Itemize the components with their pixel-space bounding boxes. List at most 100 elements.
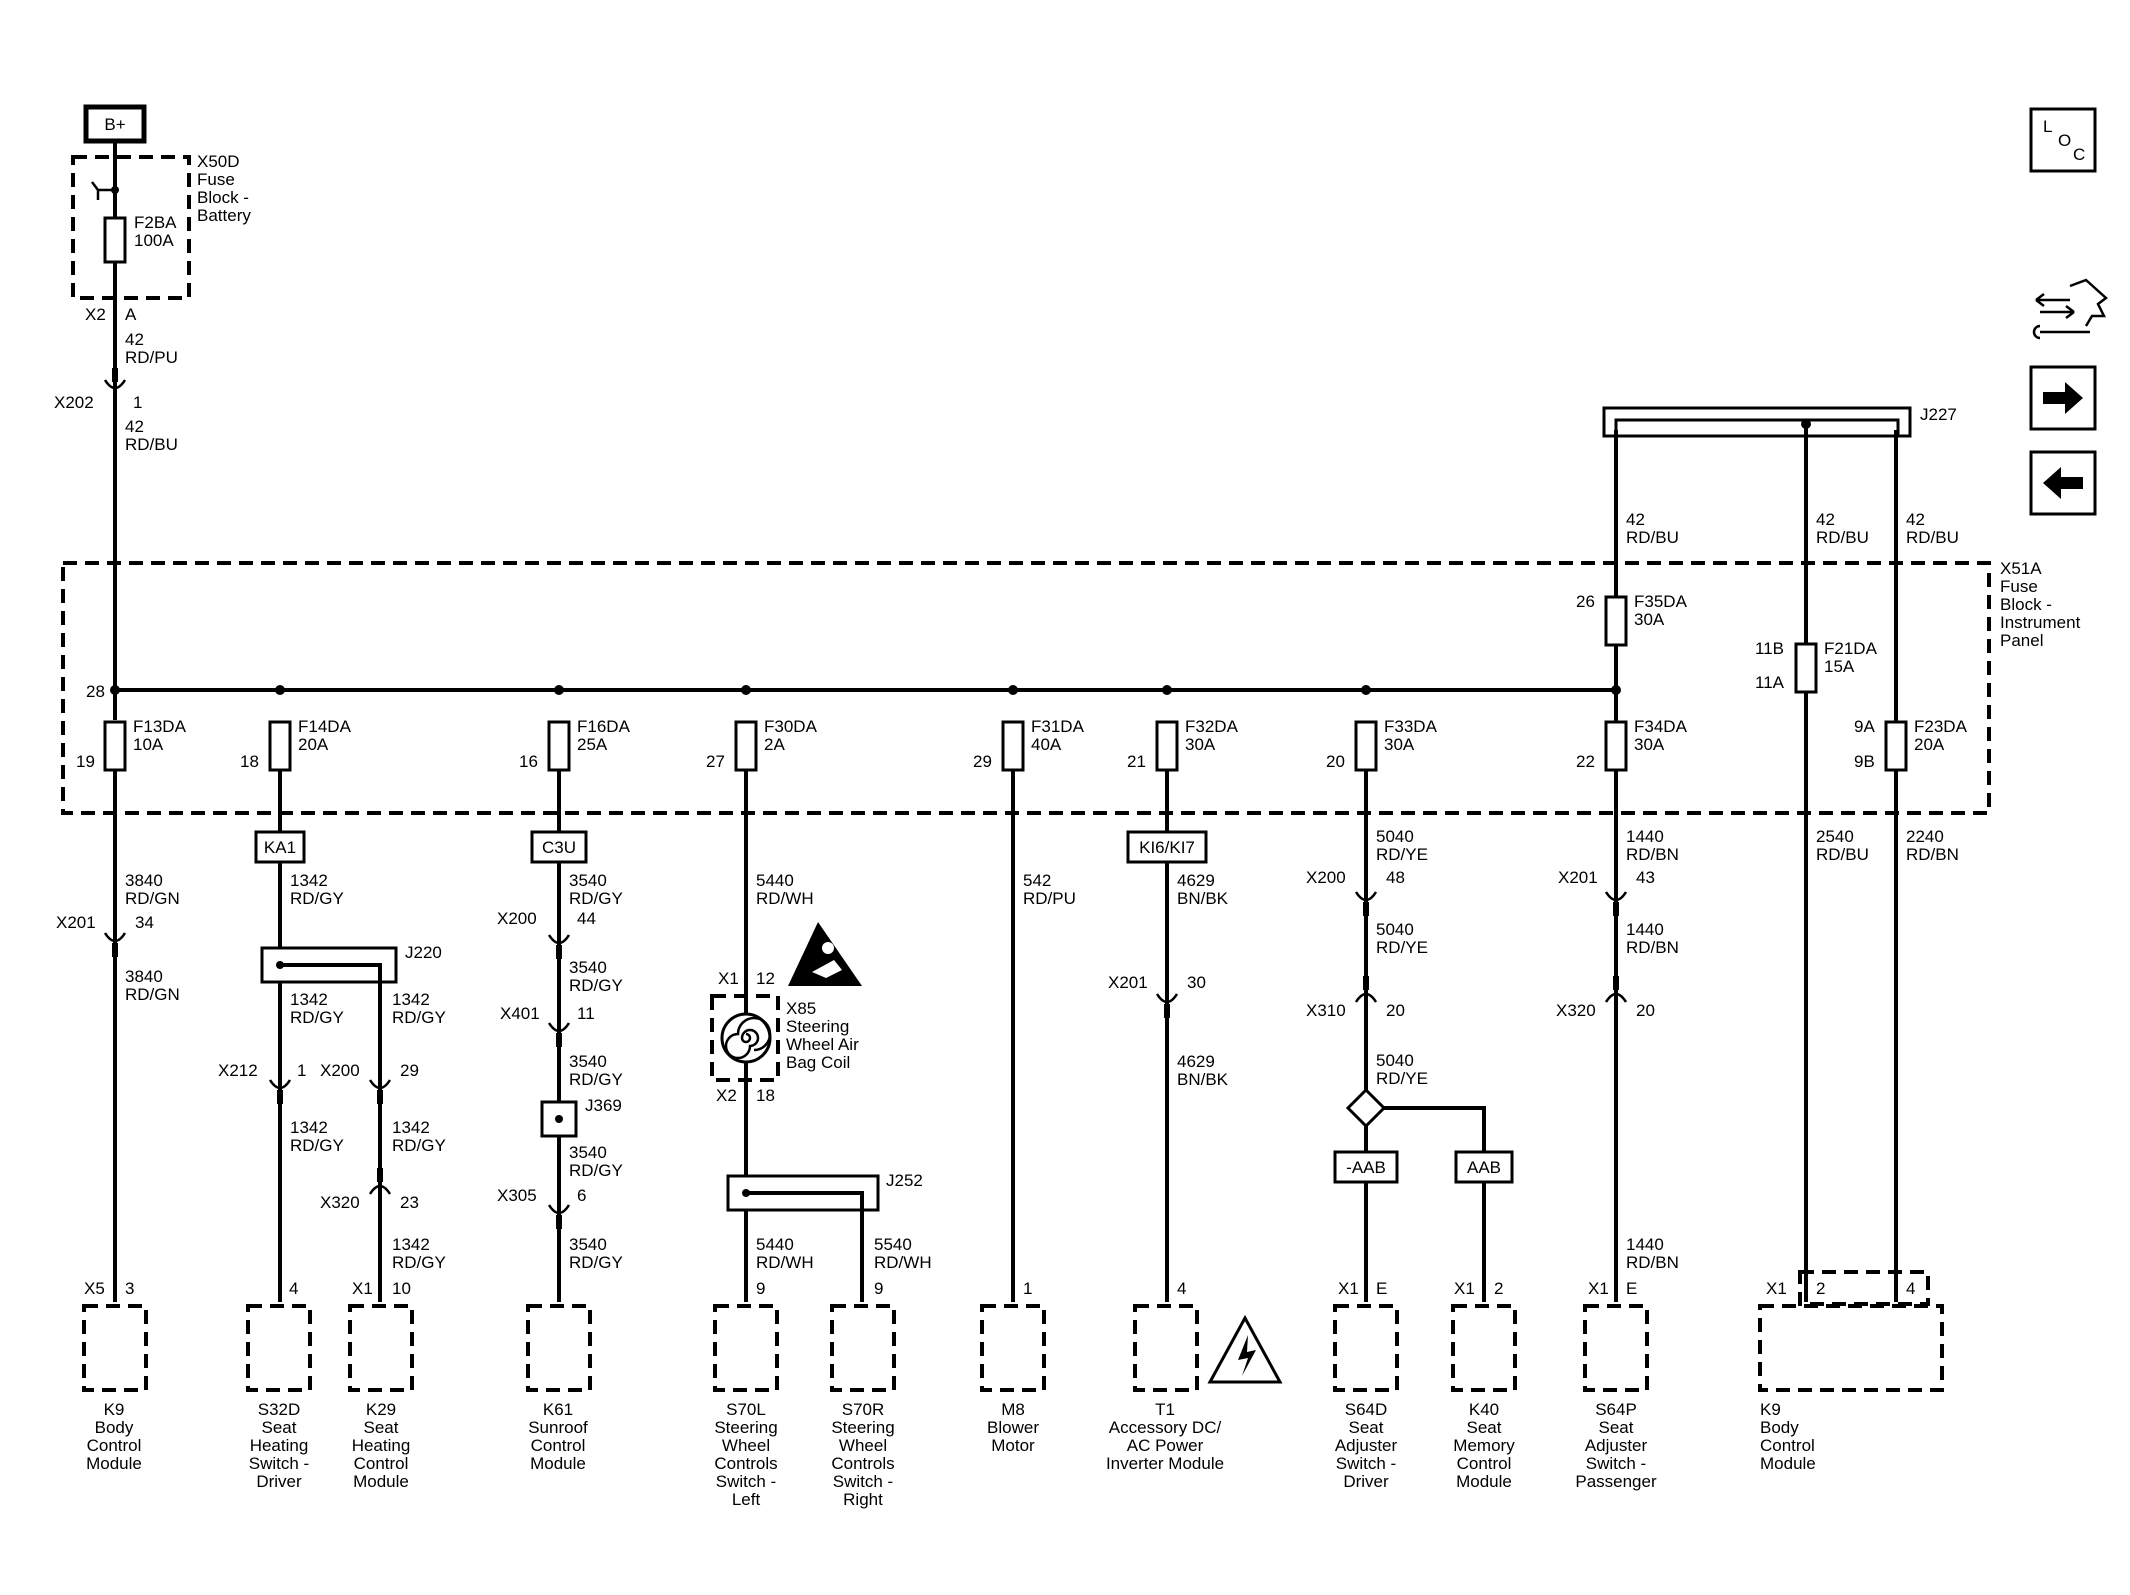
c2-w1-color: RD/GY [290,889,344,908]
c2-w3a-circuit: 1342 [290,1118,328,1137]
fuse-block-battery-outline [71,155,191,300]
x51a-desc-4: Panel [2000,631,2043,650]
c7-comp-a-label-2: Seat [1349,1418,1384,1437]
c1-conn-name: X201 [56,913,96,932]
fuse-f14da-pin: 18 [240,752,259,771]
fuse-f30da: F30DA 2A 27 [706,717,818,772]
wire-b-color: RD/BU [125,435,178,454]
c4-coil-label-4: Bag Coil [786,1053,850,1072]
option-ki6-ki7-label: KI6/KI7 [1139,838,1195,857]
c6-comp-label-3: AC Power [1127,1436,1204,1455]
c8-conn1-name: X201 [1558,868,1598,887]
c6-comp-pin: 4 [1177,1279,1186,1298]
fuse-f35da-pin: 26 [1576,592,1595,611]
x50d-desc-3: Battery [197,206,251,225]
c8-comp-label-3: Adjuster [1585,1436,1648,1455]
c4-comp-a-label-3: Wheel [722,1436,770,1455]
c4-comp-b-label-1: S70R [842,1400,885,1419]
c4-w1-circuit: 5440 [756,871,794,890]
inline-connector-x200-c2 [368,1079,392,1104]
c2-comp-b-label-2: Seat [364,1418,399,1437]
c4-coil-pin-bot: 18 [756,1086,775,1105]
c7-comp-a-label-1: S64D [1345,1400,1388,1419]
c7-conn1-name: X200 [1306,868,1346,887]
c8-conn1-pin: 43 [1636,868,1655,887]
c7-w1-circuit: 5040 [1376,827,1414,846]
c1-w1-circuit: 3840 [125,871,163,890]
c8-w1-color: RD/BN [1626,845,1679,864]
next-page-button[interactable] [2029,365,2097,431]
c2-comp-a-label-3: Heating [250,1436,309,1455]
inline-connector-x200-c7 [1354,891,1378,916]
c7-comp-a-label-5: Driver [1343,1472,1389,1491]
fuse-f13da-rating: 10A [133,735,164,754]
option-naab-box [1333,1150,1399,1184]
fuse-f30da-name: F30DA [764,717,818,736]
c8-w3-circuit: 1440 [1626,1235,1664,1254]
component-k40-seat-memory-module [1451,1304,1517,1392]
c7-comp-a-conn: X1 [1338,1279,1359,1298]
c3-conn3-pin: 6 [577,1186,586,1205]
fuse-f30da-rating: 2A [764,735,785,754]
c1-w2-color: RD/GN [125,985,180,1004]
fuse-f33da-pin: 20 [1326,752,1345,771]
j227-label: J227 [1920,405,1957,424]
c4-comp-a-label-2: Steering [714,1418,777,1437]
c2-comp-a-label-5: Driver [256,1472,302,1491]
c7-conn1-pin: 48 [1386,868,1405,887]
inline-connector-x200-c3 [547,934,571,959]
c4-comp-b-pin: 9 [874,1279,883,1298]
component-k29-seat-heating-module [348,1304,414,1392]
fuse-f21da-name: F21DA [1824,639,1878,658]
c2-comp-b-label-3: Heating [352,1436,411,1455]
x50d-desc-1: Fuse [197,170,235,189]
fuse-f14da-name: F14DA [298,717,352,736]
battery-terminal: B+ [83,104,147,144]
c4-comp-b-label-6: Right [843,1490,883,1509]
c8-w2-circuit: 1440 [1626,920,1664,939]
feed-2-color: RD/BU [1816,528,1869,547]
c3-w5-color: RD/GY [569,1253,623,1272]
inline-connector-x202 [103,368,127,390]
loc-letter-o: O [2058,131,2071,150]
c5-comp-label-1: M8 [1001,1400,1025,1419]
fuse-f34da: F34DA 30A 22 [1576,717,1688,772]
component-view-icon[interactable] [2032,278,2108,340]
fuse-f16da: F16DA 25A 16 [519,717,631,772]
component-s64d-seat-adjuster-driver [1333,1304,1399,1392]
fuse-f16da-pin: 16 [519,752,538,771]
c4-comp-b-label-2: Steering [831,1418,894,1437]
c2-comp-b-label-4: Control [354,1454,409,1473]
c3-comp-label-1: K61 [543,1400,573,1419]
fuse-f23da-pin-in: 9A [1854,717,1875,736]
c5-w1-color: RD/PU [1023,889,1076,908]
c7-comp-b-label-1: K40 [1469,1400,1499,1419]
c3-w3-color: RD/GY [569,1070,623,1089]
c3-w5-circuit: 3540 [569,1235,607,1254]
c7-comp-b-pin: 2 [1494,1279,1503,1298]
c3-w4-color: RD/GY [569,1161,623,1180]
c1-comp-label-3: Control [87,1436,142,1455]
fuse-f34da-pin: 22 [1576,752,1595,771]
fuse-f31da-name: F31DA [1031,717,1085,736]
inline-connector-x201-c1 [103,932,127,957]
inline-connector-x201-c8 [1604,891,1628,916]
c2-conn-a-pin: 1 [297,1061,306,1080]
previous-page-button[interactable] [2029,450,2097,516]
c6-w1-color: BN/BK [1177,889,1229,908]
c7-w2-circuit: 5040 [1376,920,1414,939]
fuse-f23da: F23DA 20A 9A 9B [1854,717,1968,772]
component-k61-sunroof-module [526,1304,592,1392]
fuse-f23da-pin-out: 9B [1854,752,1875,771]
c7-comp-b-label-3: Memory [1453,1436,1515,1455]
fuse-f35da: F35DA 30A 26 [1576,592,1688,647]
c5-comp-label-3: Motor [991,1436,1035,1455]
c3-comp-label-2: Sunroof [528,1418,588,1437]
x202-pin: 1 [133,393,142,412]
c7-comp-a-label-4: Switch - [1336,1454,1396,1473]
c9-pin-a: 2 [1816,1279,1825,1298]
c4-w2b-color: RD/WH [874,1253,932,1272]
c4-comp-a-pin: 9 [756,1279,765,1298]
c4-w1-color: RD/WH [756,889,814,908]
location-view-button[interactable]: L O C [2029,107,2097,173]
